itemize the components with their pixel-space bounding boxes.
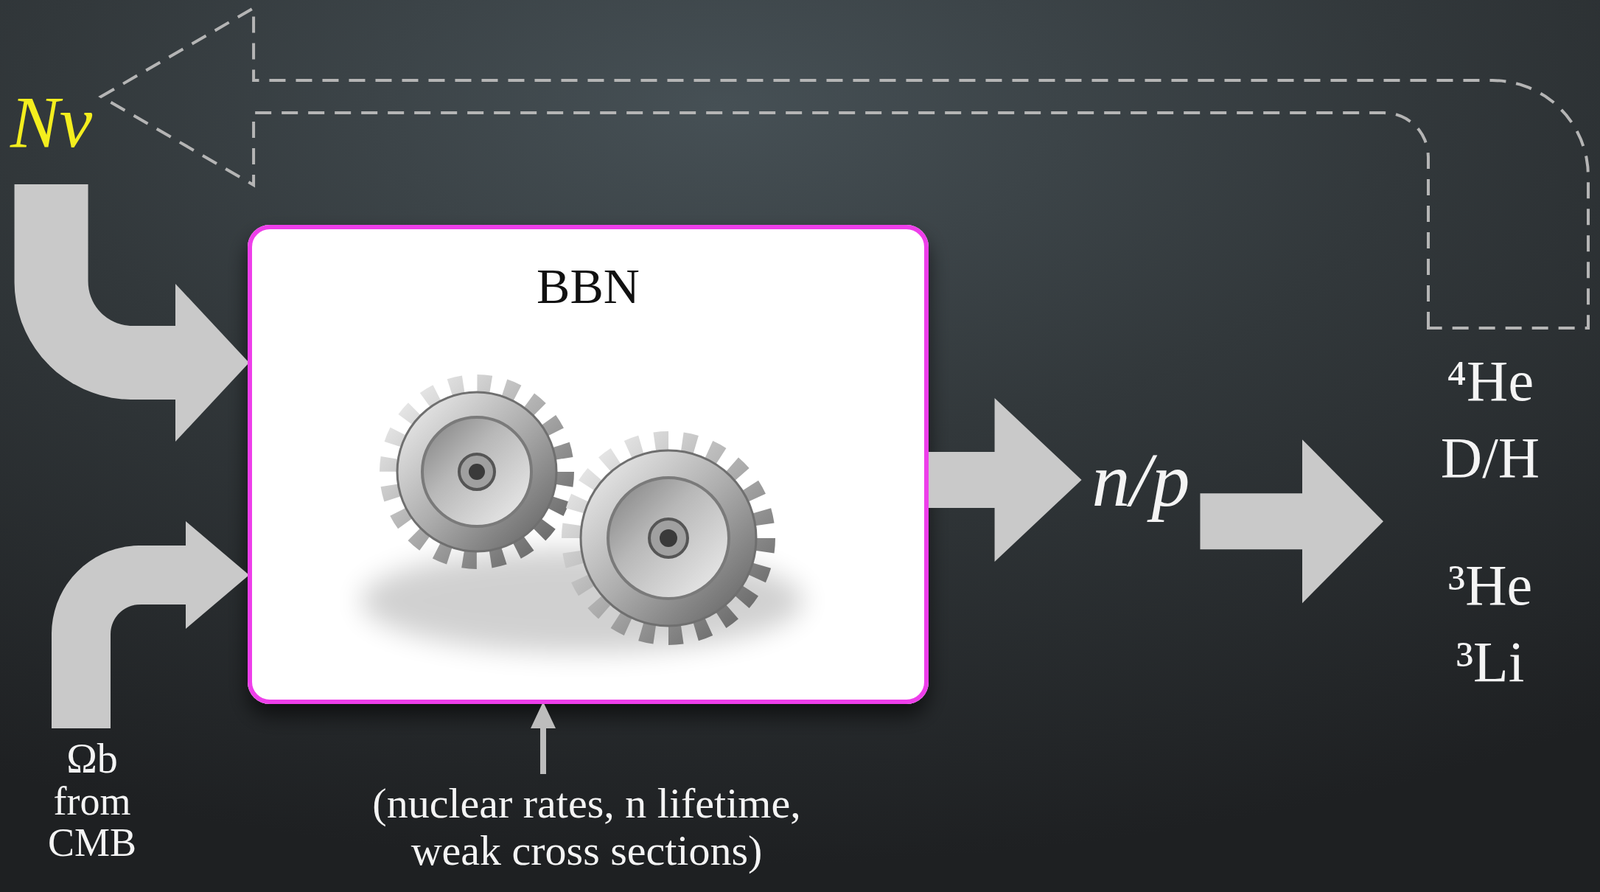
dashed-outline-arrow <box>100 8 1589 328</box>
node-text: ³He <box>1390 550 1590 620</box>
arrow-head <box>530 701 556 729</box>
gear-body <box>397 392 557 552</box>
arrow-shaft <box>540 727 547 774</box>
arrow-head <box>994 397 1082 562</box>
gear-body <box>580 450 757 626</box>
gear-face <box>422 417 532 527</box>
flow-arrow <box>1199 439 1384 603</box>
feedback-arrow <box>100 8 1589 328</box>
gear-hole <box>659 529 678 547</box>
flow-arrow <box>927 397 1082 562</box>
flow-arrow <box>81 521 250 729</box>
gear-hole <box>468 463 485 480</box>
flow-arrow <box>530 701 556 774</box>
node-text: ⁴He <box>1390 346 1590 416</box>
note-label: (nuclear rates, n lifetime, weak cross s… <box>343 779 830 875</box>
node-text: BBN <box>266 258 910 314</box>
node-text: Ωb <box>29 736 155 781</box>
arrow-shaft <box>927 451 996 508</box>
process-box: BBN <box>247 224 929 704</box>
arrow-shaft <box>81 574 187 729</box>
node-text: from CMB <box>29 780 155 864</box>
gear-face <box>608 477 729 599</box>
input-label: Ωbfrom CMB <box>29 736 155 864</box>
node-text: Nν <box>10 85 93 160</box>
gear-teeth <box>571 441 765 635</box>
gear-hub <box>649 518 688 558</box>
arrow-head <box>1302 439 1384 603</box>
node-text: D/H <box>1390 423 1590 493</box>
ratio-label: n/p <box>1087 438 1195 522</box>
box-fill <box>247 224 929 704</box>
node-text: n/p <box>1092 441 1191 519</box>
gear-teeth <box>389 383 565 560</box>
flow-arrow <box>51 184 250 442</box>
arrow-shaft <box>51 184 177 363</box>
node-text: (nuclear rates, n lifetime, weak cross s… <box>343 779 830 875</box>
gear-hub <box>459 453 495 490</box>
variable-label: Nν <box>7 82 96 163</box>
arrow-head <box>175 283 250 442</box>
arrow-head <box>185 521 250 629</box>
node-text: ³Li <box>1390 627 1590 697</box>
arrow-shaft <box>1199 493 1303 550</box>
output-list: ⁴HeD/H ³He³Li <box>1390 346 1590 696</box>
